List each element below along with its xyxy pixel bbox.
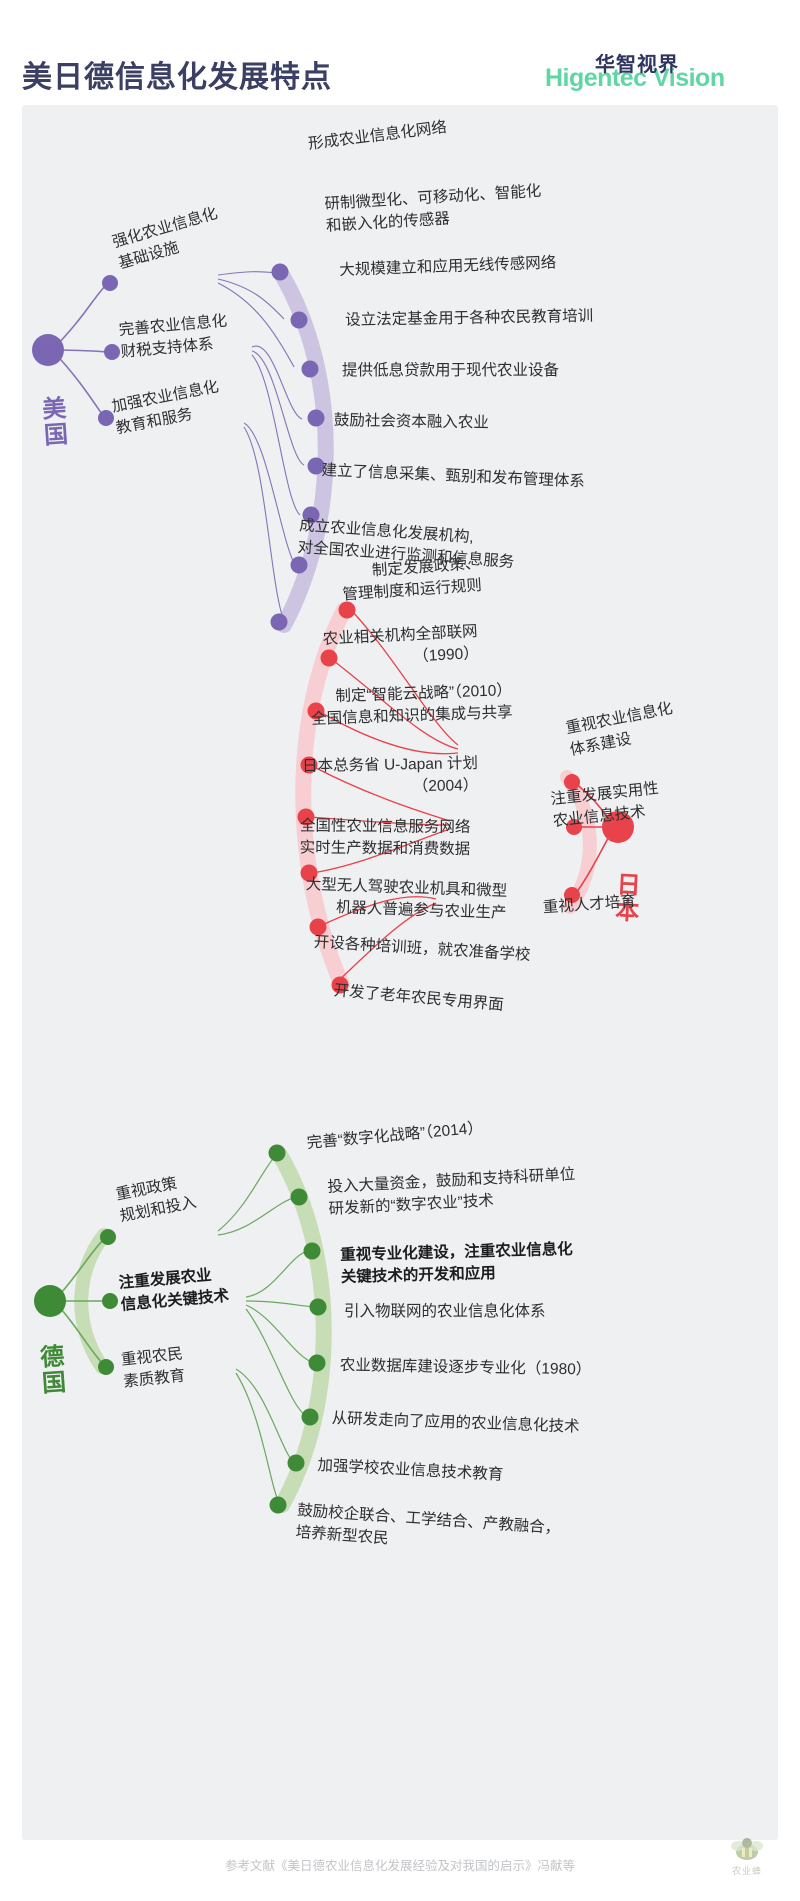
usa-leaf-node-2 [290,311,308,329]
usa-branch-node-1 [102,275,118,291]
japan-leaf-node-7 [309,918,327,936]
japan-leaf-node-8 [331,976,349,994]
usa-branch3-leaf1 [243,422,295,564]
germany-branch2-leaf3 [245,1304,315,1364]
japan-graph [295,601,634,994]
germany-branch-node-3 [98,1359,114,1375]
japan-branch-node-3 [564,887,580,903]
germany-leaf-node-6 [301,1408,319,1426]
usa-branch3-leaf2 [243,426,285,622]
japan-leaf-node-2 [320,649,338,667]
japan-branch1-leaf2 [333,660,459,750]
diagram-canvas: 美国 强化农业信息化 基础设施 完善农业信息化 财税支持体系 加强农业信息化 教… [22,105,778,1840]
usa-leaf-node-7 [290,556,308,574]
japan-branch-node-2 [566,819,582,835]
germany-leaf-label-3: 重视专业化建设，注重农业信息化 关键技术的开发和应用 [340,1240,573,1287]
japan-leaf-node-6 [300,864,318,882]
usa-branch1-leaf3 [217,282,295,368]
watermark-logo: 农业蜂 [718,1832,776,1882]
germany-leaf-node-3 [303,1242,321,1260]
page-title: 美日德信息化发展特点 [22,61,332,94]
japan-branch2-leaf2 [309,816,451,826]
reference-footnote: 参考文献《美日德农业信息化发展经验及对我国的启示》冯献等 [224,1859,575,1873]
japan-leaf-node-5 [297,808,315,826]
usa-branch1-leaf2 [217,278,285,320]
japan-leaf-label-4: 日本总务省 U-Japan 计划 （2004） [302,754,479,796]
usa-leaf-node-5 [307,457,325,475]
japan-branch1-leaf3 [321,712,459,755]
japan-leaf-node-3 [307,702,325,720]
usa-leaf-label-6: 鼓励社会资本融入农业 [333,411,489,432]
japan-leaf-node-4 [300,756,318,774]
japan-leaf-label-3: 制定“智能云战略”（2010） 全国信息和知识的集成与共享 [310,681,513,729]
usa-leaf-node-8 [270,613,288,631]
germany-graph [34,1144,332,1514]
watermark-text: 农业蜂 [731,1866,762,1876]
bee-icon [731,1838,763,1860]
japan-root-node [602,811,634,843]
germany-leaf-node-7 [287,1454,305,1472]
germany-leaf-label-5: 农业数据库建设逐步专业化（1980） [339,1356,592,1379]
germany-branch-label-2: 注重发展农业 信息化关键技术 [118,1266,230,1315]
diagram-board: 美国 强化农业信息化 基础设施 完善农业信息化 财税支持体系 加强农业信息化 教… [22,105,778,1840]
usa-branch-node-3 [98,410,114,426]
usa-branch2-leaf1 [251,345,303,420]
page-header: 美日德信息化发展特点 华智视界 Higentec Vision [0,0,800,110]
usa-root-node [32,334,64,366]
germany-leaf-node-5 [308,1354,326,1372]
usa-branch-node-2 [104,344,120,360]
germany-branch2-leaf1 [245,1250,309,1298]
usa-leaf-label-5: 提供低息贷款用于现代农业设备 [342,362,560,379]
japan-leaf-label-2: 农业相关机构全部联网 （1990） [322,622,480,666]
japan-leaf-label-6: 大型无人驾驶农业机具和微型 机器人普遍参与农业生产 [305,875,508,923]
germany-branch-node-2 [102,1293,118,1309]
germany-root-node [34,1285,66,1317]
germany-branch-label-3: 重视农民 素质教育 [120,1345,187,1392]
usa-leaf-node-3 [301,360,319,378]
germany-branch2-leaf2 [245,1300,315,1308]
country-label-usa: 美国 [36,395,68,449]
japan-leaf-label-5: 全国性农业信息服务网络 实时生产数据和消费数据 [299,817,471,859]
logo-chinese-text: 华智视界 [595,54,679,76]
germany-branch2-leaf4 [245,1308,309,1418]
brand-logo: 华智视界 Higentec Vision [545,48,785,102]
usa-branch2-leaf3 [251,354,301,516]
germany-branch-node-1 [100,1229,116,1245]
usa-leaf-node-1 [271,263,289,281]
germany-branch1-leaf1 [217,1152,279,1232]
japan-branch1-leaf1 [351,610,459,746]
usa-leaf-node-6 [302,506,320,524]
germany-leaf-node-2 [290,1188,308,1206]
country-label-germany: 德国 [34,1343,66,1397]
usa-branch2-leaf2 [251,350,305,466]
logo-english-text: Higentec Vision [545,64,725,92]
usa-branch1-leaf1 [217,271,278,276]
germany-branch3-leaf1 [235,1368,295,1464]
germany-leaf-node-4 [309,1298,327,1316]
japan-branch2-leaf1 [313,766,451,822]
germany-branch1-leaf2 [217,1196,297,1236]
germany-leaf-node-1 [268,1144,286,1162]
usa-spine-arc [274,267,334,633]
japan-branch-node-1 [564,774,580,790]
germany-leaf-node-8 [269,1496,287,1514]
usa-leaf-label-4: 设立法定基金用于各种农民教育培训 [345,307,594,329]
japan-branch3-leaf1 [321,896,437,926]
usa-graph [32,263,334,633]
connector-lines [32,263,634,1514]
usa-leaf-node-4 [307,409,325,427]
japan-branch2-leaf3 [311,828,451,874]
japan-branch3-leaf2 [335,902,437,984]
germany-leaf-label-4: 引入物联网的农业信息化体系 [344,1303,546,1320]
japan-leaf-node-1 [338,601,356,619]
usa-branch-label-2: 完善农业信息化 财税支持体系 [118,312,228,362]
